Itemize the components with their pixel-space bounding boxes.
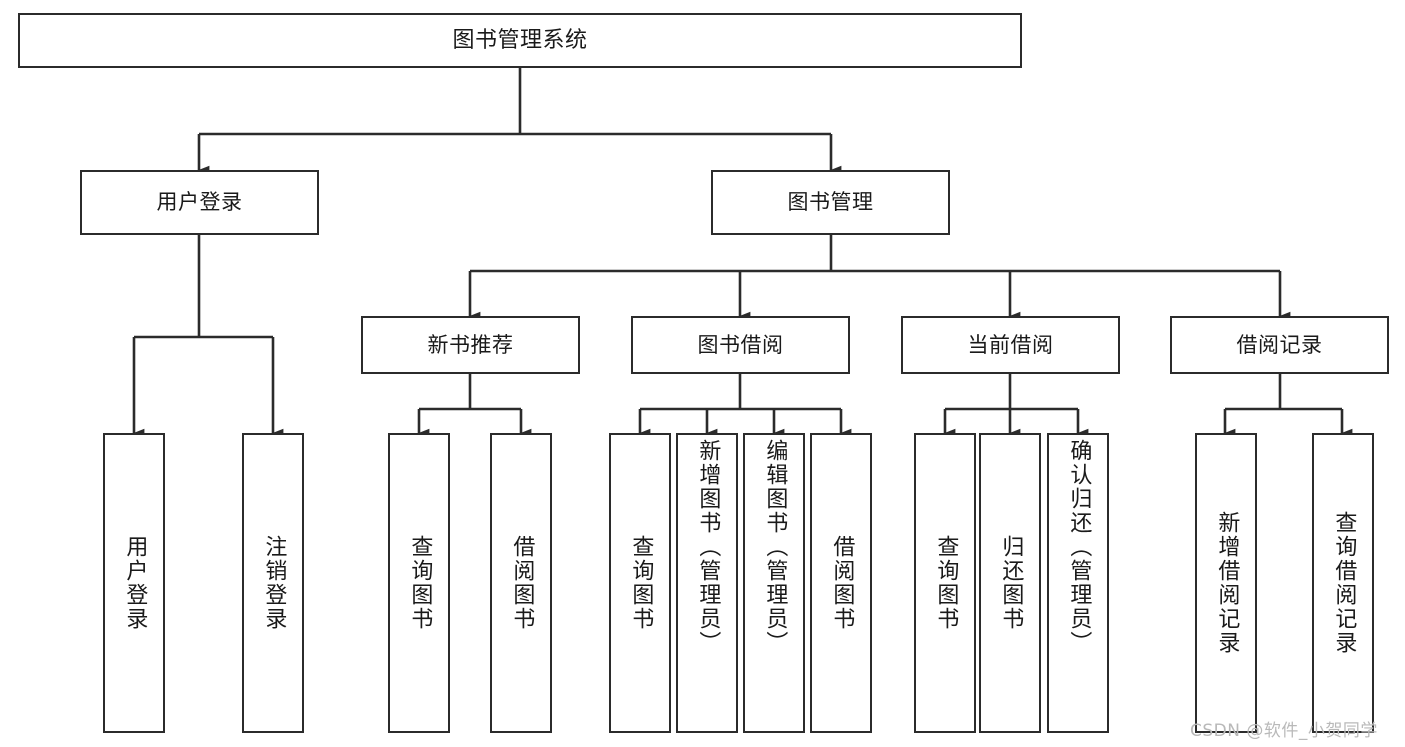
node-leaf-borrow-book-1-label: 借阅图书 bbox=[509, 535, 535, 631]
node-leaf-query-book-3[interactable]: 查询图书 bbox=[914, 433, 976, 733]
node-leaf-user-login-label: 用户登录 bbox=[122, 535, 148, 631]
node-leaf-query-book-3-label: 查询图书 bbox=[933, 535, 959, 631]
node-borrow-record-label: 借阅记录 bbox=[1236, 332, 1323, 357]
node-leaf-confirm-return-label: 确认归还（管理员） bbox=[1066, 439, 1092, 655]
node-leaf-borrow-book-2[interactable]: 借阅图书 bbox=[810, 433, 872, 733]
csdn-watermark: CSDN @软件_小贺同学 bbox=[1190, 721, 1378, 741]
node-leaf-return-book-label: 归还图书 bbox=[998, 535, 1024, 631]
node-root[interactable]: 图书管理系统 bbox=[18, 13, 1022, 68]
node-leaf-add-record-label: 新增借阅记录 bbox=[1214, 511, 1240, 655]
node-book-borrow[interactable]: 图书借阅 bbox=[631, 316, 850, 374]
node-leaf-edit-book-label: 编辑图书（管理员） bbox=[762, 439, 788, 655]
node-user-login-label: 用户登录 bbox=[156, 190, 243, 215]
node-leaf-borrow-book-1[interactable]: 借阅图书 bbox=[490, 433, 552, 733]
node-book-borrow-label: 图书借阅 bbox=[697, 332, 784, 357]
node-current-borrow-label: 当前借阅 bbox=[967, 332, 1054, 357]
node-leaf-borrow-book-2-label: 借阅图书 bbox=[829, 535, 855, 631]
node-leaf-query-record[interactable]: 查询借阅记录 bbox=[1312, 433, 1374, 733]
node-leaf-logout-label: 注销登录 bbox=[261, 535, 287, 631]
node-current-borrow[interactable]: 当前借阅 bbox=[901, 316, 1120, 374]
node-new-book-rec-label: 新书推荐 bbox=[427, 332, 514, 357]
node-leaf-add-book[interactable]: 新增图书（管理员） bbox=[676, 433, 738, 733]
node-leaf-query-record-label: 查询借阅记录 bbox=[1331, 511, 1357, 655]
node-leaf-add-book-label: 新增图书（管理员） bbox=[695, 439, 721, 655]
node-user-login[interactable]: 用户登录 bbox=[80, 170, 319, 235]
node-new-book-rec[interactable]: 新书推荐 bbox=[361, 316, 580, 374]
node-leaf-logout[interactable]: 注销登录 bbox=[242, 433, 304, 733]
node-book-manage-label: 图书管理 bbox=[787, 190, 874, 215]
node-leaf-query-book-1-label: 查询图书 bbox=[407, 535, 433, 631]
node-leaf-add-record[interactable]: 新增借阅记录 bbox=[1195, 433, 1257, 733]
node-leaf-user-login[interactable]: 用户登录 bbox=[103, 433, 165, 733]
node-leaf-query-book-2-label: 查询图书 bbox=[628, 535, 654, 631]
node-leaf-query-book-1[interactable]: 查询图书 bbox=[388, 433, 450, 733]
node-borrow-record[interactable]: 借阅记录 bbox=[1170, 316, 1389, 374]
node-leaf-confirm-return[interactable]: 确认归还（管理员） bbox=[1047, 433, 1109, 733]
node-leaf-edit-book[interactable]: 编辑图书（管理员） bbox=[743, 433, 805, 733]
node-root-label: 图书管理系统 bbox=[452, 27, 588, 53]
node-leaf-return-book[interactable]: 归还图书 bbox=[979, 433, 1041, 733]
node-book-manage[interactable]: 图书管理 bbox=[711, 170, 950, 235]
node-leaf-query-book-2[interactable]: 查询图书 bbox=[609, 433, 671, 733]
